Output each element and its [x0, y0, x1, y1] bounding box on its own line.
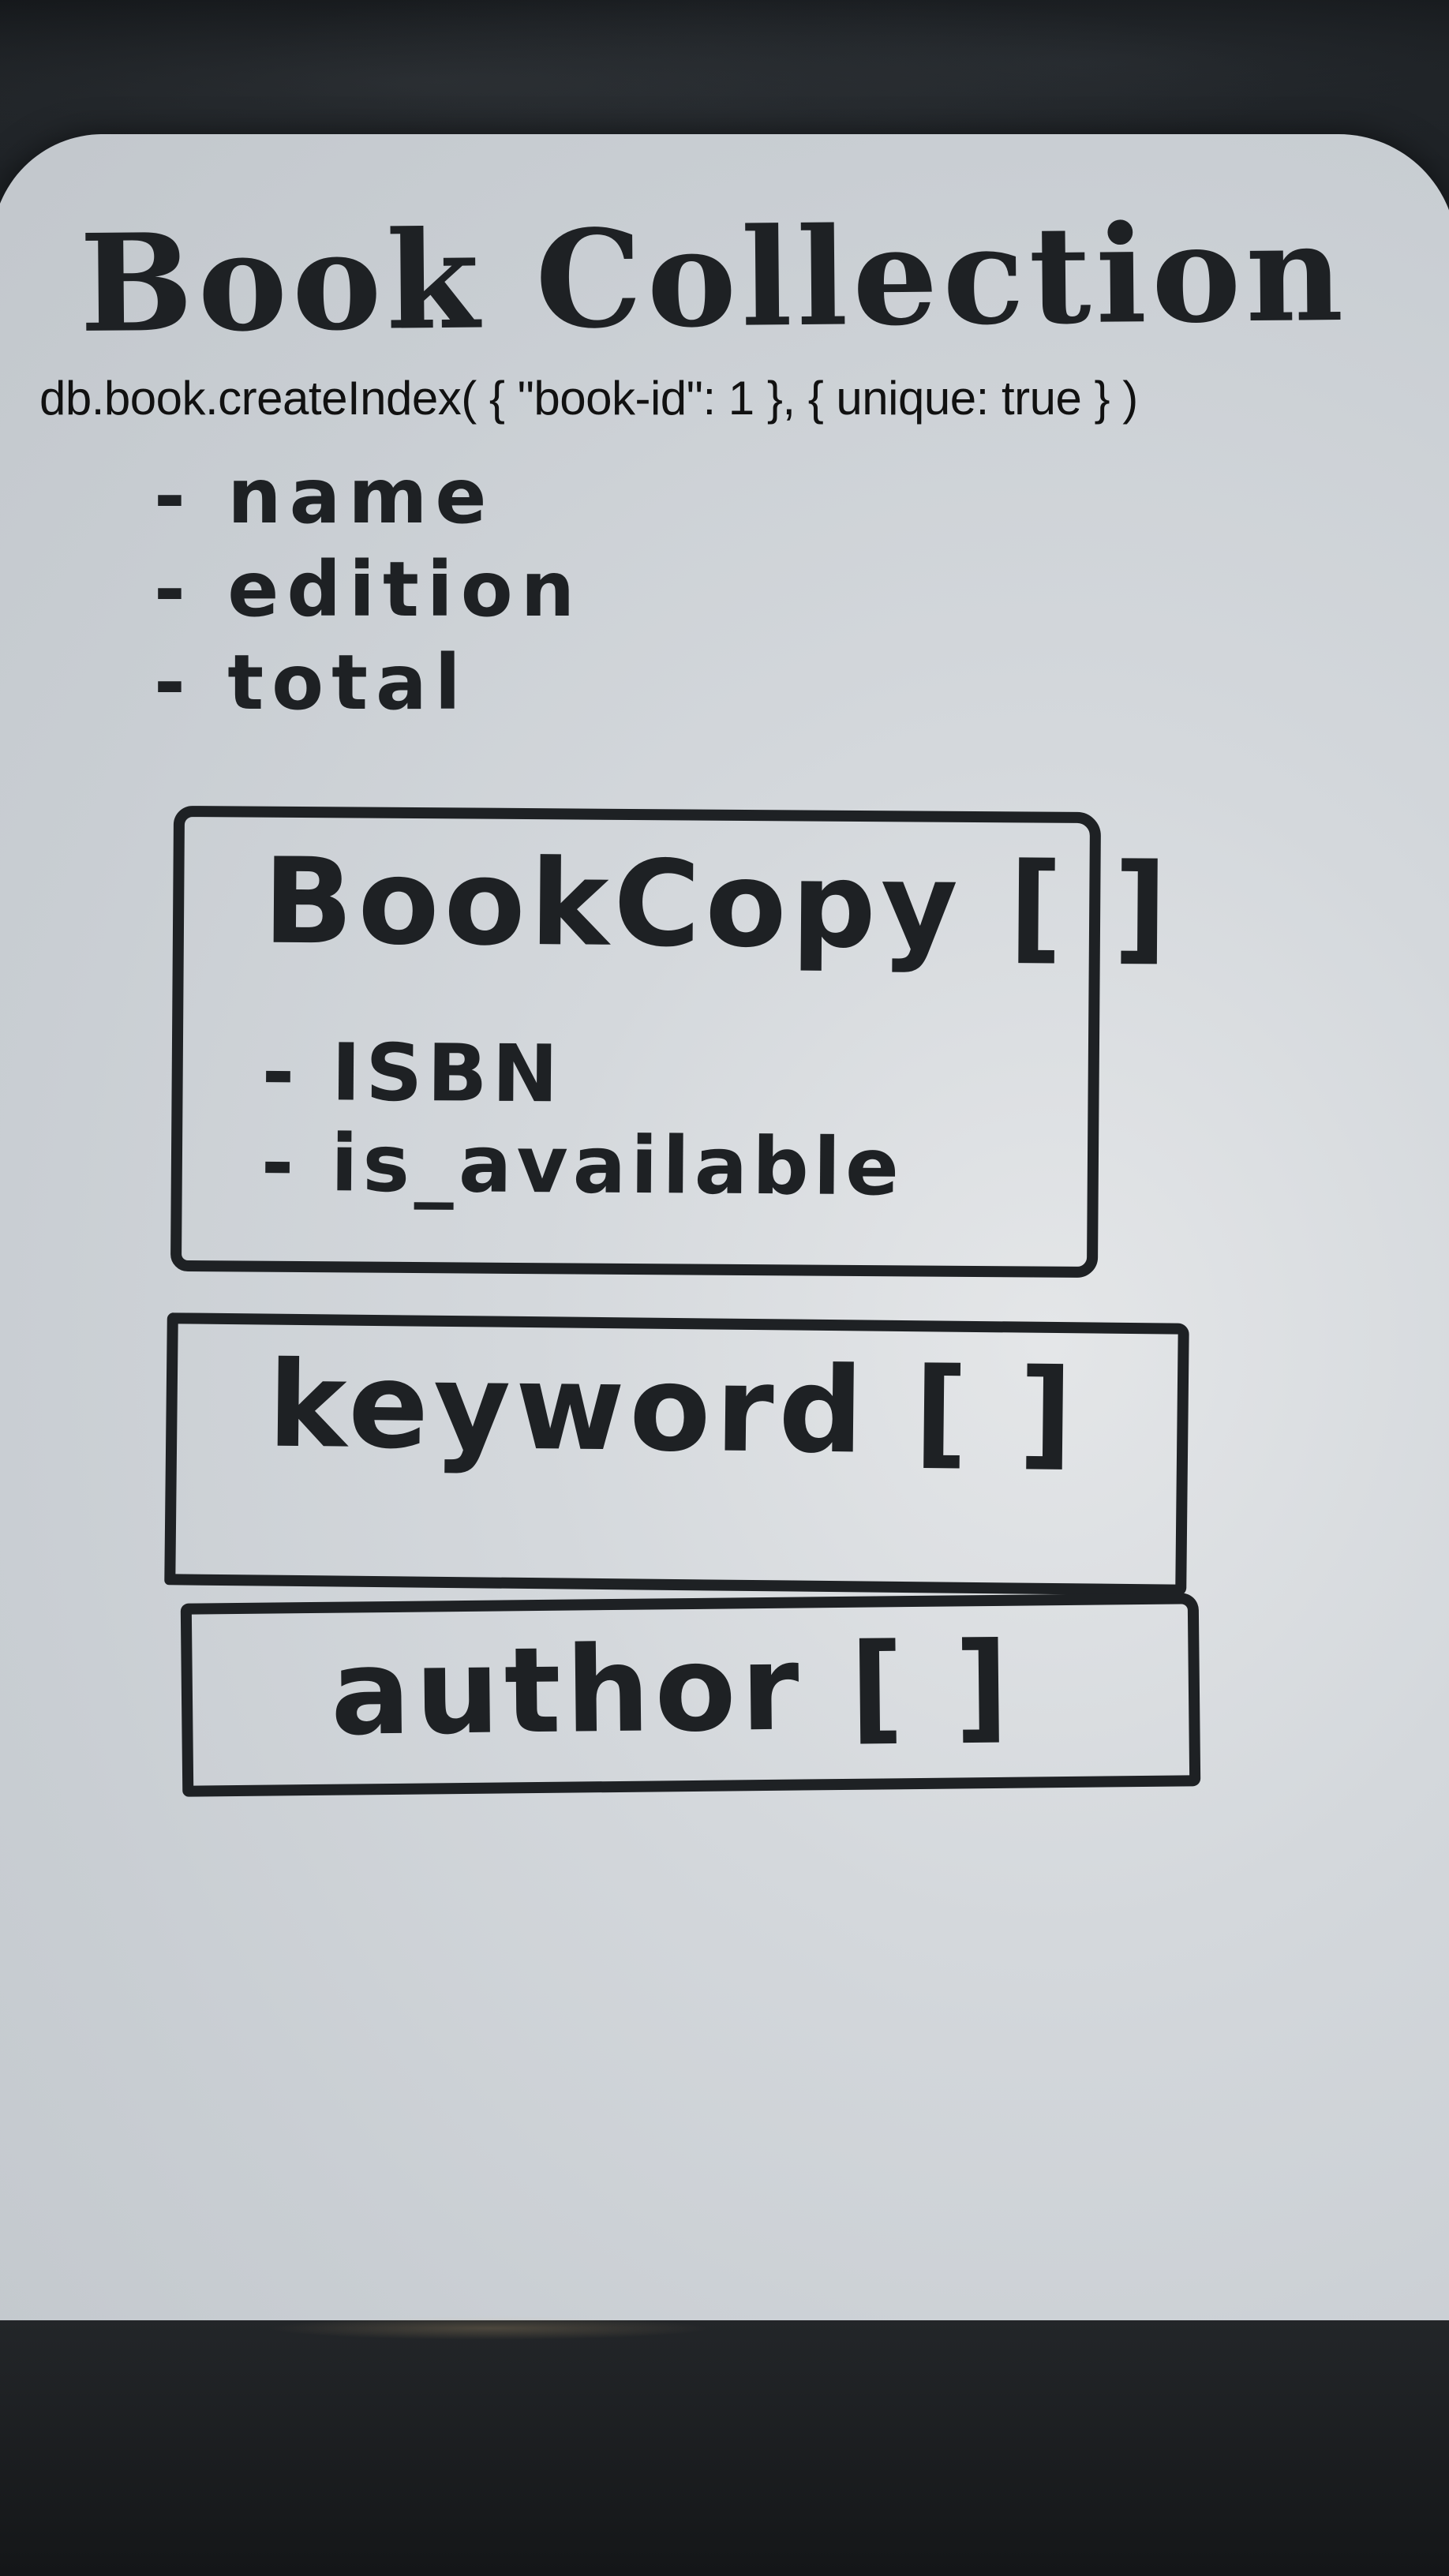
bookcopy-field: - ISBN [261, 1025, 564, 1121]
field-item: - name [154, 452, 495, 541]
collection-title: Book Collection [79, 193, 1349, 363]
bookcopy-title: BookCopy [ ] [262, 833, 1173, 977]
whiteboard [0, 134, 1449, 2328]
index-command: db.book.createIndex( { "book-id": 1 }, {… [39, 372, 1138, 425]
keyword-box: keyword [ ] [164, 1312, 1189, 1596]
bookcopy-box: BookCopy [ ] - ISBN - is_available [170, 805, 1173, 1279]
desk-surface [0, 2320, 1449, 2576]
author-box: author [ ] [180, 1593, 1201, 1797]
author-title: author [ ] [330, 1617, 1014, 1762]
field-item: - total [154, 638, 469, 727]
field-item: - edition [154, 545, 583, 634]
light-glare [268, 2316, 710, 2340]
keyword-title: keyword [ ] [267, 1336, 1079, 1483]
bookcopy-fields: - ISBN - is_available [260, 1025, 905, 1214]
collection-fields: - name - edition - total [154, 450, 582, 729]
bookcopy-field: - is_available [260, 1116, 904, 1214]
